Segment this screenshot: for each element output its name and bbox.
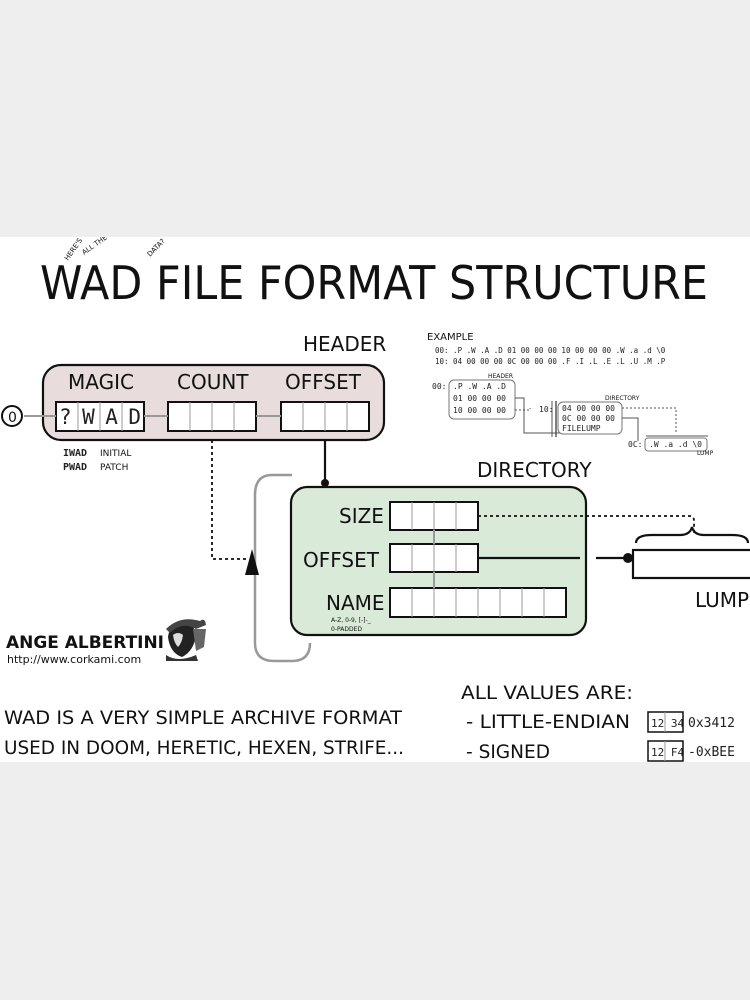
author-url: http://www.corkami.com [7, 653, 141, 666]
wad-poster: WAD FILE FORMAT STRUCTURE HERE'S ALL THE… [0, 237, 750, 762]
lump-box [631, 548, 750, 580]
example-header-row-1: .P .W .A .D [453, 382, 506, 391]
signed-example-bytes: 12 F4 [651, 746, 684, 759]
name-note-2: 0-PADDED [331, 626, 362, 633]
directory-loop [253, 473, 312, 663]
count-label: COUNT [177, 370, 249, 394]
example-label: EXAMPLE [427, 332, 474, 343]
values-little-endian: - LITTLE-ENDIAN [466, 711, 630, 733]
zero-marker [1, 405, 23, 427]
example-header-row-2: 01 00 00 00 [453, 394, 506, 403]
name-label: NAME [326, 591, 385, 615]
pwad-desc: PATCH [100, 463, 128, 473]
page-title: WAD FILE FORMAT STRUCTURE [40, 256, 708, 310]
size-connector [478, 515, 695, 535]
author-name: ANGE ALBERTINI [6, 633, 164, 653]
name-note-1: A-Z, 0-9, [-]-_ [331, 617, 372, 624]
example-directory-row-2: 0C 00 00 00 [562, 414, 615, 423]
example-lump-addr: 0C: [628, 440, 642, 449]
header-label: HEADER [303, 332, 386, 356]
example-header-addr: 00: [432, 382, 446, 391]
example-directory-addr: 10: [539, 405, 553, 414]
size-label: SIZE [339, 504, 384, 528]
le-example-bytes: 12 34 [651, 717, 684, 730]
diagram-canvas: WAD FILE FORMAT STRUCTURE HERE'S ALL THE… [1, 237, 750, 762]
loop-arrow-icon [245, 549, 259, 575]
example-lump-box [644, 437, 708, 452]
iwad-code: IWAD [63, 448, 87, 459]
example-directory-row-1: 04 00 00 00 [562, 404, 615, 413]
magic-label: MAGIC [68, 370, 134, 394]
lump-label: LUMP [695, 588, 749, 612]
values-signed: - SIGNED [466, 741, 550, 762]
directory-label: DIRECTORY [477, 458, 592, 482]
example-header-row-3: 10 00 00 00 [453, 406, 506, 415]
le-example-value: 0x3412 [688, 716, 735, 731]
description-line-2: USED IN DOOM, HERETIC, HEXEN, STRIFE... [4, 737, 404, 759]
iwad-desc: INITIAL [100, 449, 131, 459]
signed-example-value: -0xBEE [688, 745, 735, 760]
example-directory-row-3: FILELUMP [562, 424, 601, 433]
example-lump-row: .W .a .d \0 [649, 440, 702, 449]
example-header-box [448, 379, 516, 420]
example-directory-tag: DIRECTORY [605, 395, 640, 402]
pwad-code: PWAD [63, 462, 87, 473]
example-hex-line-2: 10: 04 00 00 00 0C 00 00 00 .F .I .L .E … [435, 357, 666, 366]
description-line-1: WAD IS A VERY SIMPLE ARCHIVE FORMAT [4, 707, 402, 729]
values-heading: ALL VALUES ARE: [461, 682, 633, 704]
example-hex-line-1: 00: .P .W .A .D 01 00 00 00 10 00 00 00 … [435, 346, 666, 355]
directory-offset-label: OFFSET [303, 548, 380, 572]
count-connector [211, 440, 248, 560]
header-offset-label: OFFSET [285, 370, 362, 394]
example-header-tag: HEADER [488, 373, 513, 380]
author-portrait-icon [166, 619, 206, 661]
example-lump-tag: LUMP [697, 450, 714, 457]
title-aside-2: ALL THE [81, 237, 109, 257]
lump-brace [634, 526, 750, 544]
zero-marker-label: 0 [8, 410, 17, 426]
